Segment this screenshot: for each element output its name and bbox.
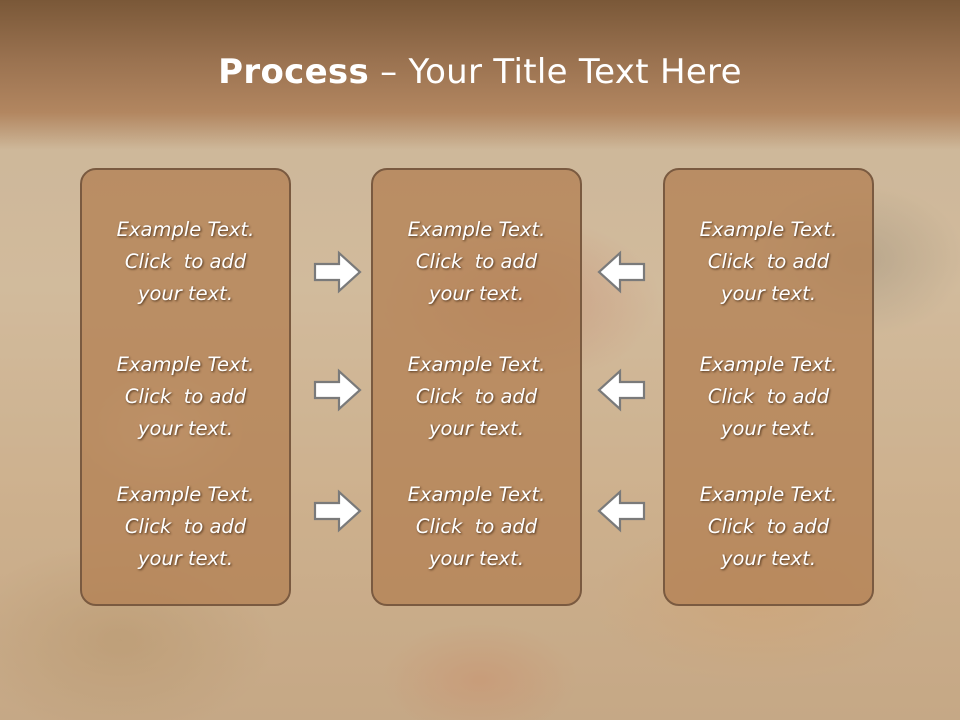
text-line: your text. xyxy=(428,547,525,570)
text-placeholder[interactable]: Example Text. Click to add your text. xyxy=(665,479,872,575)
text-line: Example Text. xyxy=(407,218,546,241)
text-placeholder[interactable]: Example Text. Click to add your text. xyxy=(82,349,289,445)
text-line: your text. xyxy=(428,417,525,440)
slide-title[interactable]: Process – Your Title Text Here xyxy=(0,52,960,92)
arrow-left-icon xyxy=(597,250,646,294)
text-line: your text. xyxy=(720,547,817,570)
text-placeholder[interactable]: Example Text. Click to add your text. xyxy=(373,349,580,445)
text-line: Click to add xyxy=(124,515,247,538)
title-band xyxy=(0,0,960,150)
text-line: Click to add xyxy=(707,515,830,538)
text-placeholder[interactable]: Example Text. Click to add your text. xyxy=(373,214,580,310)
text-line: Example Text. xyxy=(407,483,546,506)
arrow-right-icon xyxy=(313,489,362,533)
text-placeholder[interactable]: Example Text. Click to add your text. xyxy=(665,349,872,445)
text-line: your text. xyxy=(428,282,525,305)
arrow-left-icon xyxy=(597,368,646,412)
text-line: Click to add xyxy=(707,385,830,408)
text-line: Click to add xyxy=(415,250,538,273)
text-line: Example Text. xyxy=(699,218,838,241)
text-line: Click to add xyxy=(707,250,830,273)
text-line: Example Text. xyxy=(699,353,838,376)
text-line: Click to add xyxy=(415,515,538,538)
text-line: your text. xyxy=(137,282,234,305)
slide-title-rest: – Your Title Text Here xyxy=(369,52,742,92)
text-line: your text. xyxy=(720,282,817,305)
text-line: Click to add xyxy=(124,250,247,273)
text-line: Click to add xyxy=(124,385,247,408)
text-line: Example Text. xyxy=(699,483,838,506)
arrow-left-icon xyxy=(597,489,646,533)
slide-title-bold: Process xyxy=(218,52,370,92)
process-box-left[interactable]: Example Text. Click to add your text. Ex… xyxy=(80,168,291,606)
text-placeholder[interactable]: Example Text. Click to add your text. xyxy=(82,214,289,310)
text-line: your text. xyxy=(137,417,234,440)
arrow-right-icon xyxy=(313,250,362,294)
process-box-center[interactable]: Example Text. Click to add your text. Ex… xyxy=(371,168,582,606)
text-line: Example Text. xyxy=(116,353,255,376)
arrow-right-icon xyxy=(313,368,362,412)
text-placeholder[interactable]: Example Text. Click to add your text. xyxy=(373,479,580,575)
text-line: Example Text. xyxy=(116,218,255,241)
process-box-right[interactable]: Example Text. Click to add your text. Ex… xyxy=(663,168,874,606)
text-line: your text. xyxy=(720,417,817,440)
text-placeholder[interactable]: Example Text. Click to add your text. xyxy=(82,479,289,575)
text-line: Example Text. xyxy=(116,483,255,506)
text-line: Click to add xyxy=(415,385,538,408)
text-line: Example Text. xyxy=(407,353,546,376)
text-line: your text. xyxy=(137,547,234,570)
text-placeholder[interactable]: Example Text. Click to add your text. xyxy=(665,214,872,310)
